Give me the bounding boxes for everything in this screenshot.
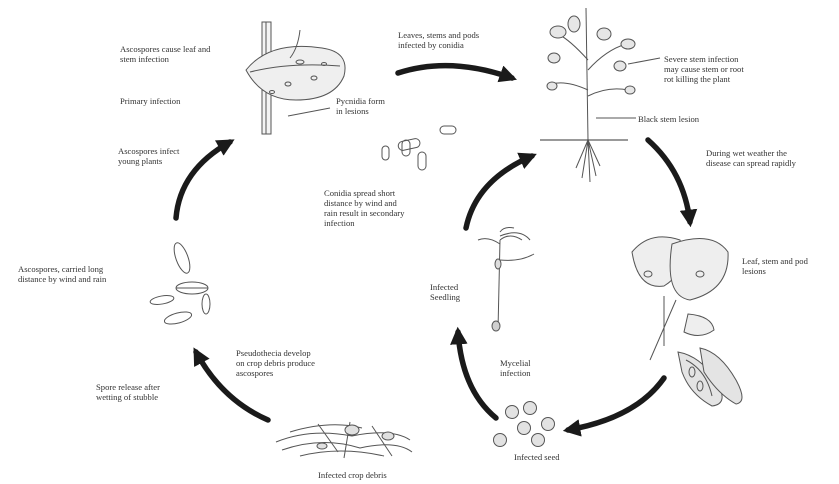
label-mycelial: Mycelial infection — [500, 358, 531, 378]
label-severe-stem: Severe stem infection may cause stem or … — [664, 54, 744, 84]
crop-debris-icon — [276, 422, 412, 458]
conidia-icon — [382, 126, 456, 170]
label-black-stem: Black stem lesion — [638, 114, 699, 124]
diseased-leaf-on-stem-icon — [246, 22, 345, 134]
label-infected-seed: Infected seed — [514, 452, 560, 462]
arrow-top — [398, 66, 512, 78]
label-conidia-spread: Conidia spread short distance by wind an… — [324, 188, 404, 228]
label-leaf-stem-pod-lesions: Leaf, stem and pod lesions — [742, 256, 808, 276]
ascospores-icon — [149, 241, 210, 327]
arrow-right-lower — [568, 378, 664, 430]
label-infected-debris: Infected crop debris — [318, 470, 387, 480]
pea-pod-leaves-icon — [632, 237, 742, 406]
label-spore-release: Spore release after wetting of stubble — [96, 382, 160, 402]
infected-seedling-icon — [478, 228, 534, 332]
arrow-seed-to-seedling — [458, 332, 496, 418]
label-pseudothecia: Pseudothecia develop on crop debris prod… — [236, 348, 315, 378]
inner-cycle-arrows — [458, 156, 532, 418]
arrow-left — [176, 142, 230, 218]
label-ascospores-infect-young: Ascospores infect young plants — [118, 146, 179, 166]
label-ascospores-carried: Ascospores, carried long distance by win… — [18, 264, 106, 284]
arrow-seedling-to-plant — [466, 156, 532, 228]
diseased-pea-plant-icon — [540, 8, 660, 182]
label-infected-seedling: Infected Seedling — [430, 282, 460, 302]
label-wet-weather: During wet weather the disease can sprea… — [706, 148, 796, 168]
label-primary-infection: Primary infection — [120, 96, 180, 106]
seeds-icon — [494, 402, 555, 447]
label-leaves-stems-pods: Leaves, stems and pods infected by conid… — [398, 30, 479, 50]
label-ascospores-leaf-stem: Ascospores cause leaf and stem infection — [120, 44, 210, 64]
label-pycnidia-form: Pycnidia form in lesions — [336, 96, 385, 116]
arrow-right-upper — [648, 140, 690, 222]
